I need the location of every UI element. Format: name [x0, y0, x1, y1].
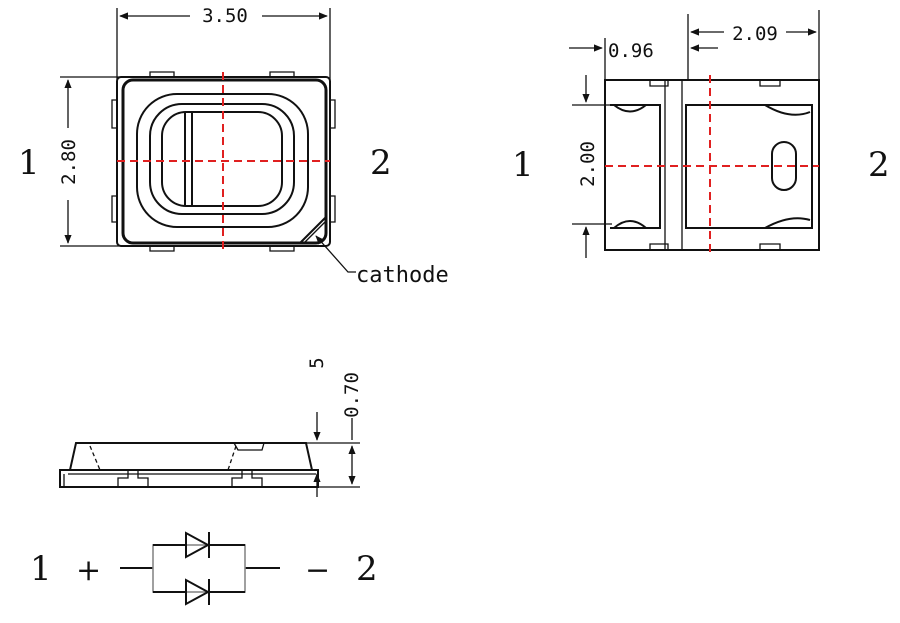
side-package-body: [59, 442, 319, 488]
cathode-leader-line: [315, 235, 356, 273]
schematic-minus-sign: −: [305, 553, 330, 588]
bottom-view: 2.09 0.96 2.00: [512, 10, 890, 258]
diode-lower-symbol: [153, 578, 245, 606]
top-pin-1-label: 1: [18, 143, 40, 183]
schematic-parallel-box: [152, 544, 246, 593]
circuit-schematic: 1 + − 2: [30, 531, 378, 606]
top-view: 3.50 2.80: [18, 5, 449, 288]
diode-upper-symbol: [153, 531, 245, 559]
height-dimension: 2.80: [58, 139, 80, 185]
bottom-pin-1-label: 1: [512, 145, 534, 185]
pad-height-dimension: 2.00: [577, 141, 599, 187]
side-view: 0.70 5: [59, 357, 363, 497]
schematic-pin-2-label: 2: [356, 549, 378, 589]
pad-span-dimension: 2.09: [732, 23, 778, 45]
bottom-pin-2-label: 2: [868, 145, 890, 185]
thickness-dimension: 0.70: [341, 372, 363, 418]
top-pin-2-label: 2: [370, 143, 392, 183]
pad-gap-dimension: 0.96: [608, 40, 654, 62]
schematic-pin-1-label: 1: [30, 549, 52, 589]
schematic-plus-sign: +: [76, 553, 101, 588]
width-dimension: 3.50: [202, 5, 248, 27]
cathode-label: cathode: [356, 263, 449, 288]
polarity-slot: [771, 141, 797, 191]
small-dimension: 5: [306, 357, 328, 368]
